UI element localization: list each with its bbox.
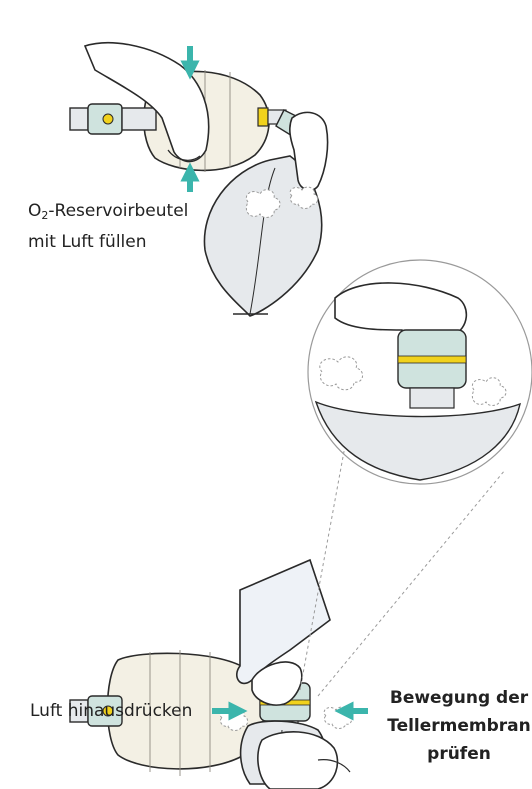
check-membrane-line3: prüfen [384, 740, 532, 768]
check-membrane-line2: Tellermembran [384, 712, 532, 740]
label-reservoir-suffix: -Reservoirbeutel [48, 201, 188, 221]
label-o-prefix: O [28, 201, 41, 221]
push-air-out-label: Luft hinausdrücken [30, 700, 192, 722]
fill-reservoir-label-line1: O2-Reservoirbeutel [28, 198, 188, 229]
zoom-detail-lens [300, 260, 532, 696]
top-panel [70, 43, 328, 316]
hand-icon [258, 732, 350, 789]
fill-reservoir-label-line2: mit Luft füllen [28, 229, 188, 256]
check-membrane-label: Bewegung der Tellermembran prüfen [384, 684, 532, 768]
check-membrane-line1: Bewegung der [384, 684, 532, 712]
fill-reservoir-label: O2-Reservoirbeutel mit Luft füllen [28, 198, 188, 256]
